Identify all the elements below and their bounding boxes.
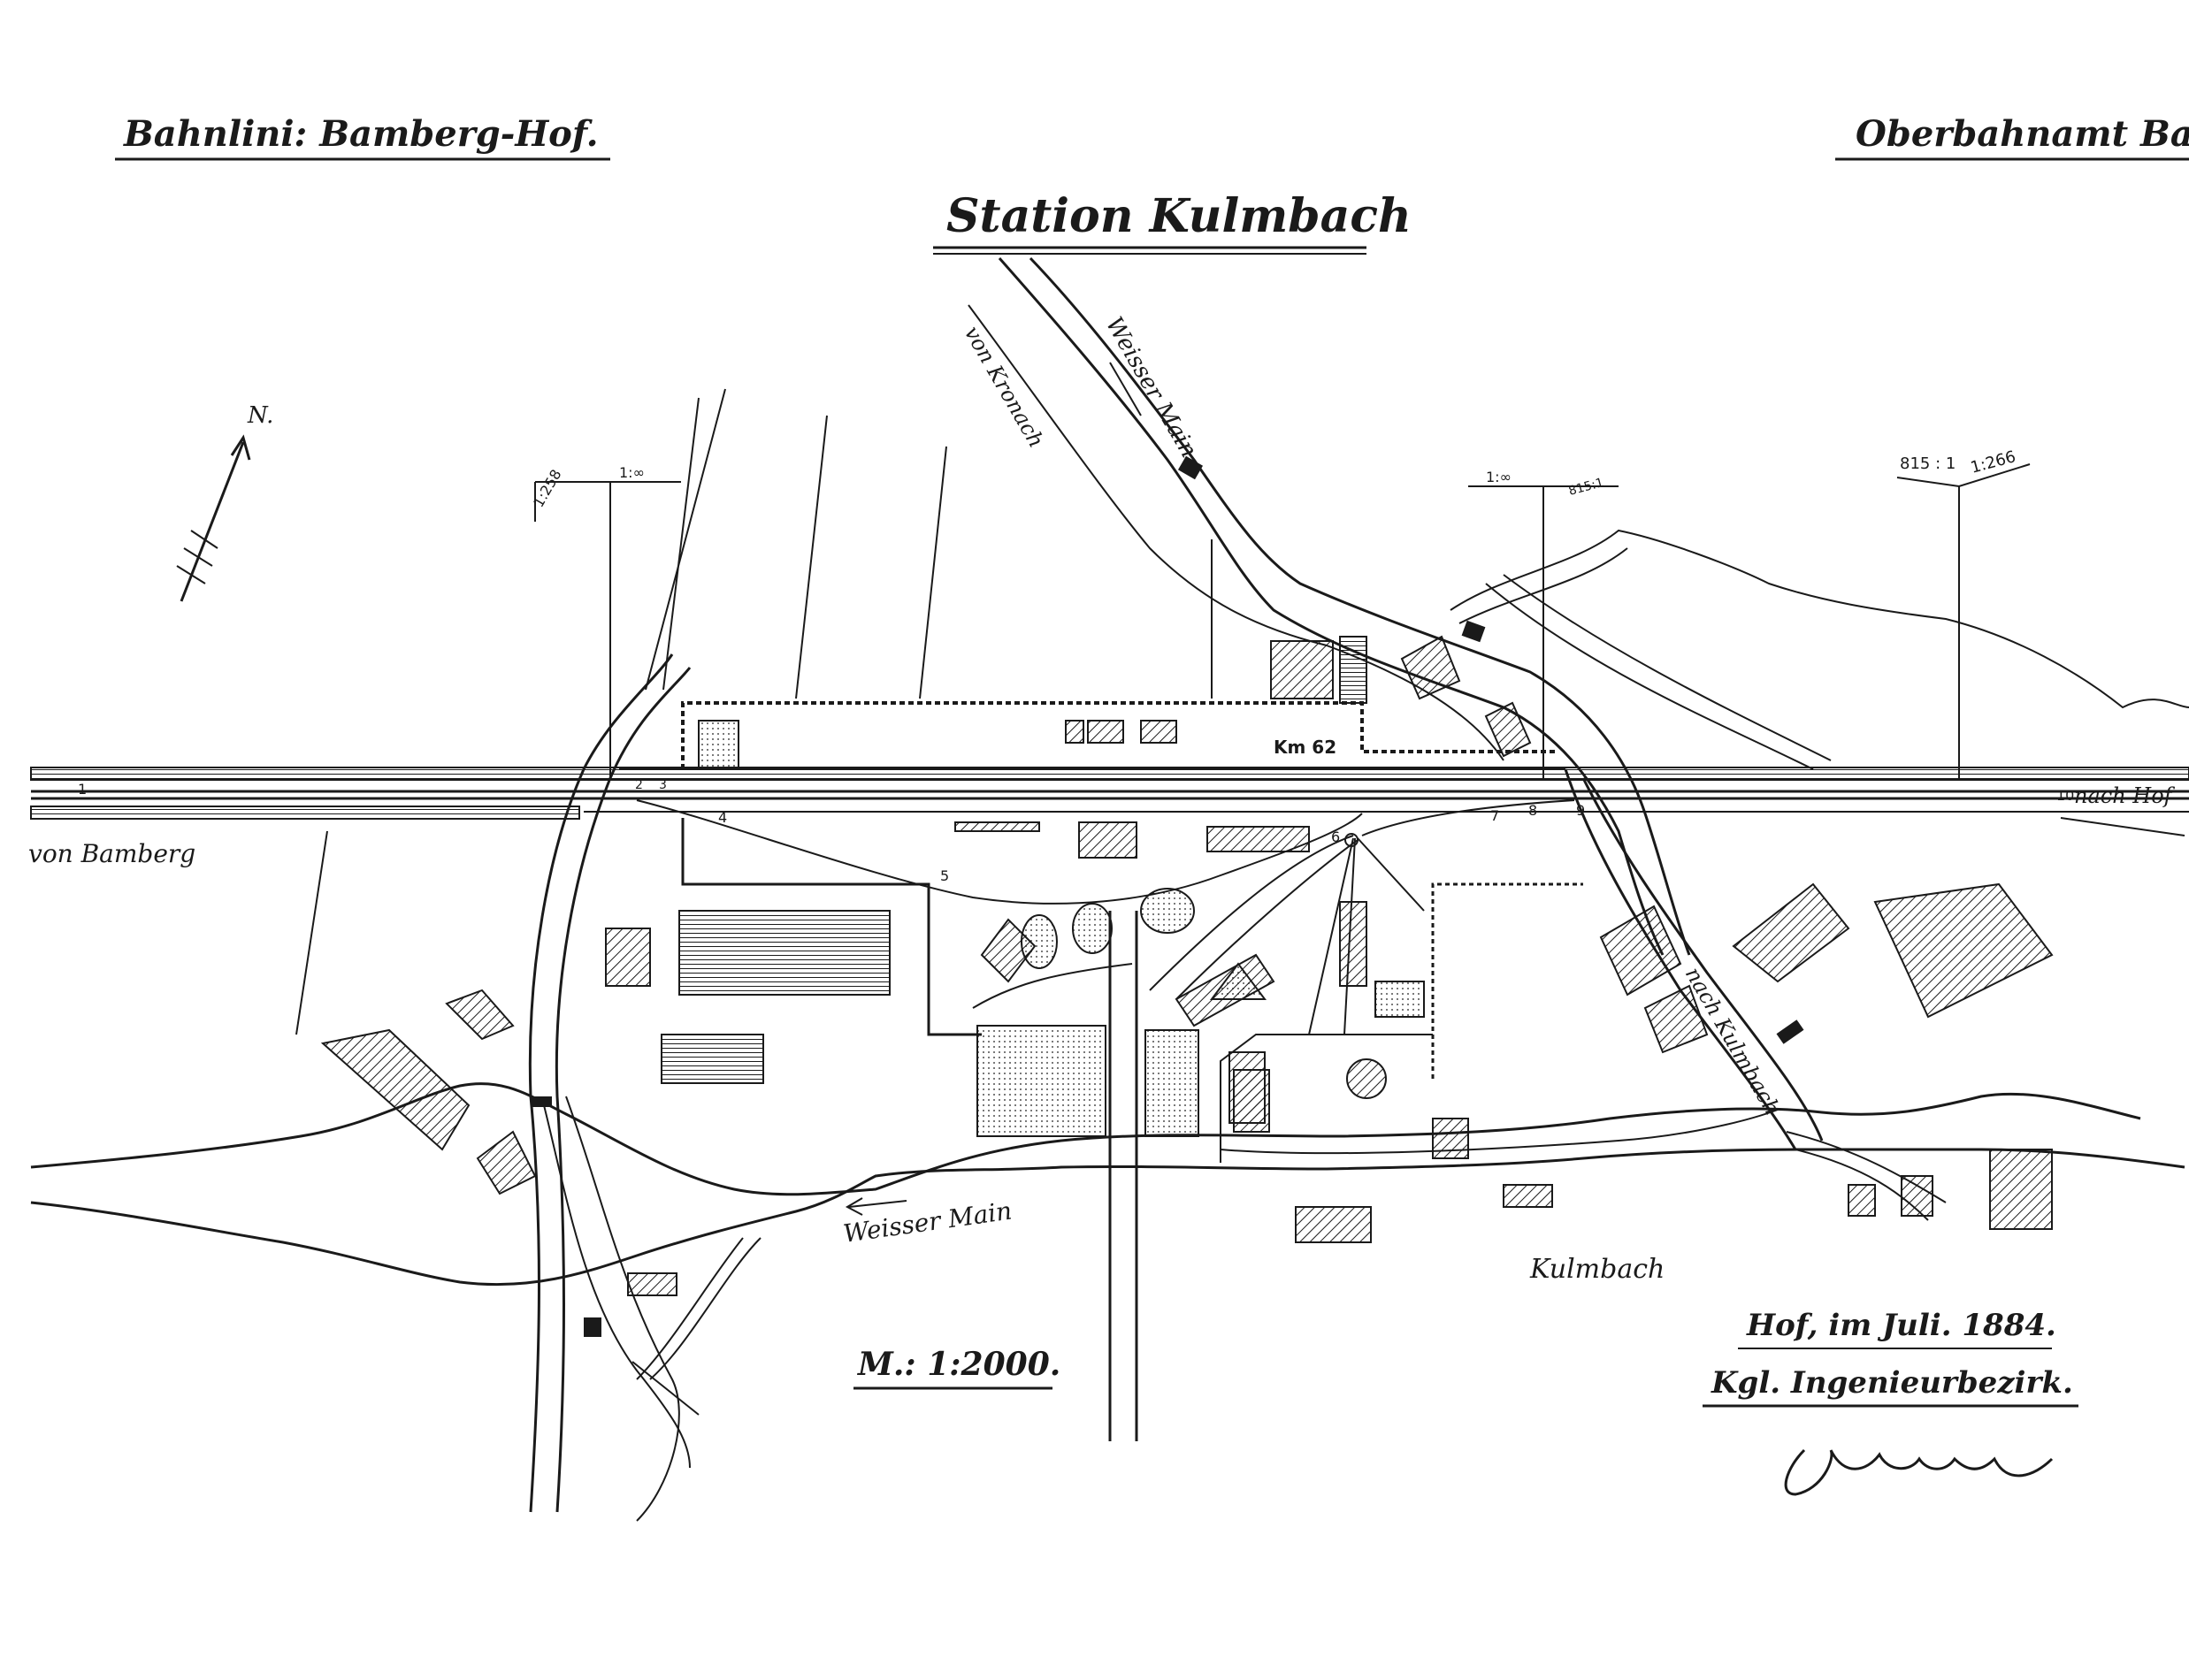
town-label: Kulmbach [1529, 1254, 1665, 1285]
gradient-label: 815 : 1 [1900, 454, 1956, 473]
railway-main-line [30, 767, 2189, 836]
building [1848, 1184, 1876, 1217]
building [1599, 905, 1682, 997]
gradient-indicators: 1:258 1:∞ 1:∞ 815:1 815 : 1 1:266 [530, 447, 2031, 522]
building [678, 910, 891, 996]
gradient-label: 815:1 [1567, 476, 1605, 499]
building [1140, 720, 1177, 744]
switch-label: 7 [1490, 807, 1499, 824]
building [1484, 701, 1532, 758]
garden [1144, 1029, 1199, 1137]
footer: M.: 1:2000. Hof, im Juli. 1884. Kgl. Ing… [853, 1308, 2078, 1496]
building [1295, 1206, 1372, 1243]
building [1503, 1184, 1553, 1208]
building [1346, 1058, 1387, 1099]
garden [1374, 981, 1425, 1018]
building [627, 1272, 677, 1296]
line-title: Bahnlini: Bamberg-Hof. [123, 113, 599, 155]
building [1732, 882, 1850, 983]
gardens [698, 720, 1425, 1137]
kronach-label: von Kronach [960, 322, 1049, 452]
kulmbach-road-label: nach Kulmbach [1680, 963, 1785, 1119]
building [1065, 720, 1084, 744]
bridges [531, 455, 1804, 1337]
building [1873, 882, 2054, 1019]
building [320, 1028, 471, 1151]
station-title: Station Kulmbach [946, 189, 1412, 243]
river-lower-label: Weisser Main [841, 1196, 1014, 1249]
switch-label: 10 [2056, 787, 2074, 804]
building [1270, 640, 1334, 699]
buildings [320, 635, 2054, 1296]
switch-label: 8 [1528, 802, 1537, 819]
building [1432, 1118, 1469, 1159]
header: Bahnlini: Bamberg-Hof. Oberbahnamt Bambe… [115, 113, 2189, 255]
building [445, 989, 515, 1041]
north-arrow-icon: N. [176, 402, 273, 602]
scale-label: M.: 1:2000. [856, 1346, 1060, 1383]
office-title: Oberbahnamt Bamberg [1856, 113, 2189, 155]
building [476, 1130, 537, 1195]
north-label: N. [247, 402, 273, 429]
switch-label: 9 [1576, 802, 1585, 819]
switch-label: 3 [659, 778, 667, 792]
from-bamberg-label: von Bamberg [28, 839, 195, 868]
switch-label: 2 [635, 778, 643, 792]
garden [1021, 914, 1058, 969]
direction-labels: von Bamberg nach Hof Kulmbach [28, 783, 2176, 1285]
building [1643, 984, 1709, 1054]
garden [1210, 962, 1267, 1000]
km-marker: Km 62 [1274, 737, 1336, 758]
building [1989, 1149, 2053, 1230]
building [1087, 720, 1124, 744]
office-footer-label: Kgl. Ingenieurbezirk. [1711, 1365, 2073, 1401]
garden [1140, 888, 1195, 934]
gradient-label: 1:∞ [619, 464, 645, 481]
building [1339, 901, 1367, 987]
to-hof-label: nach Hof [2074, 783, 2176, 808]
garden [1072, 903, 1113, 954]
building [1206, 826, 1310, 852]
switch-labels: 1 2 3 4 5 6 7 8 9 10 Km 62 [78, 737, 2074, 884]
building [1078, 821, 1137, 859]
switch-label: 4 [718, 809, 727, 826]
building [1233, 1069, 1270, 1133]
switch-label: 1 [78, 781, 87, 798]
signature [1784, 1448, 2054, 1496]
building [661, 1034, 764, 1084]
date-label: Hof, im Juli. 1884. [1746, 1308, 2056, 1343]
building [1901, 1175, 1933, 1217]
switch-label: 5 [940, 867, 949, 884]
garden [976, 1025, 1106, 1137]
building [954, 821, 1040, 832]
building [1339, 636, 1367, 704]
building [1400, 635, 1461, 700]
switch-label: 6 [1331, 829, 1340, 845]
building [605, 928, 651, 987]
gradient-label: 1:∞ [1486, 469, 1512, 485]
garden [698, 720, 739, 770]
gradient-label: 1:266 [1969, 447, 2018, 477]
